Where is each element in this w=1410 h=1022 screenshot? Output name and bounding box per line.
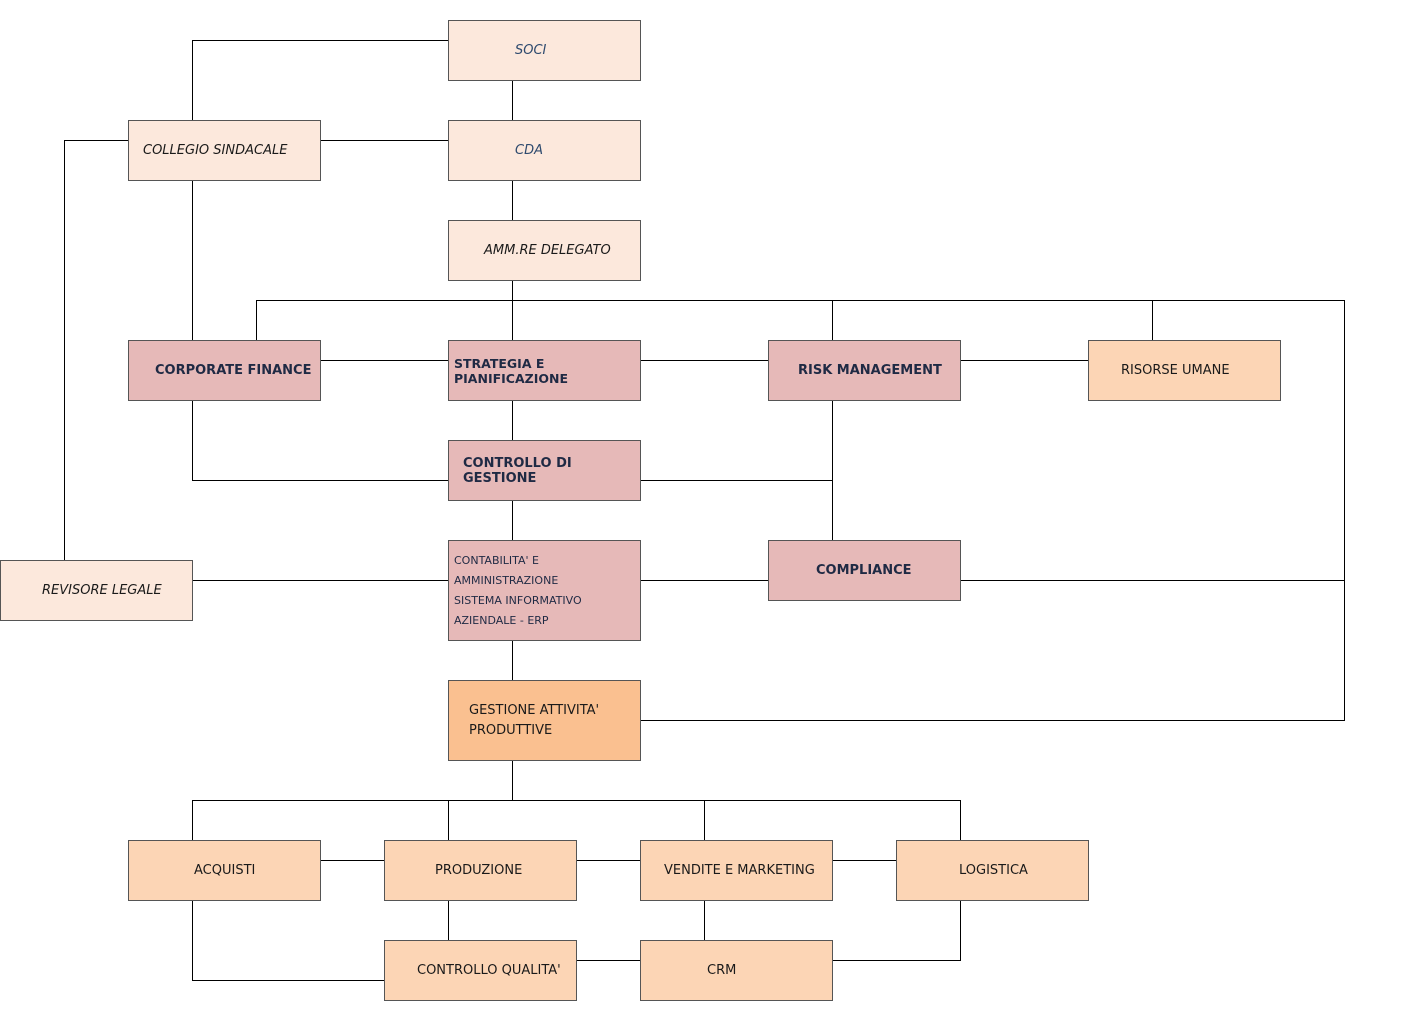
node-risorse-umane-label: RISORSE UMANE — [1121, 363, 1230, 378]
node-gestione-attivita-produttive[interactable]: GESTIONE ATTIVITA' PRODUTTIVE — [448, 680, 641, 761]
node-revisore-legale[interactable]: REVISORE LEGALE — [0, 560, 193, 621]
node-vendite-marketing[interactable]: VENDITE E MARKETING — [640, 840, 833, 901]
connector-acquisti-qualita — [192, 900, 384, 981]
node-controllo-qualita-label: CONTROLLO QUALITA' — [417, 963, 561, 978]
node-controllo-gestione[interactable]: CONTROLLO DI GESTIONE — [448, 440, 641, 501]
node-strategia-pianificazione-label: STRATEGIA E PIANIFICAZIONE — [454, 355, 568, 386]
node-gestione-line-1: GESTIONE ATTIVITA' — [469, 702, 600, 718]
node-produzione[interactable]: PRODUZIONE — [384, 840, 577, 901]
node-contabilita-line-1: CONTABILITA' E AMMINISTRAZIONE — [454, 553, 559, 587]
node-amm-delegato-label: AMM.RE DELEGATO — [484, 243, 611, 258]
node-cda[interactable]: CDA — [448, 120, 641, 181]
node-revisore-legale-label: REVISORE LEGALE — [42, 583, 162, 598]
node-contabilita-line-3: AZIENDALE - ERP — [454, 613, 549, 627]
node-vendite-marketing-label: VENDITE E MARKETING — [664, 863, 815, 878]
node-collegio-sindacale-label: COLLEGIO SINDACALE — [143, 143, 288, 158]
node-acquisti[interactable]: ACQUISTI — [128, 840, 321, 901]
node-compliance-label: COMPLIANCE — [816, 563, 912, 578]
node-contabilita-amministrazione[interactable]: CONTABILITA' E AMMINISTRAZIONE SISTEMA I… — [448, 540, 641, 641]
node-soci[interactable]: SOCI — [448, 20, 641, 81]
connector-right-bus — [640, 300, 1345, 721]
node-amm-delegato[interactable]: AMM.RE DELEGATO — [448, 220, 641, 281]
node-strategia-pianificazione[interactable]: STRATEGIA E PIANIFICAZIONE — [448, 340, 641, 401]
node-corporate-finance[interactable]: CORPORATE FINANCE — [128, 340, 321, 401]
node-gestione-line-2: PRODUTTIVE — [469, 722, 553, 738]
node-risk-management-label: RISK MANAGEMENT — [798, 363, 942, 378]
node-controllo-qualita[interactable]: CONTROLLO QUALITA' — [384, 940, 577, 1001]
node-collegio-sindacale[interactable]: COLLEGIO SINDACALE — [128, 120, 321, 181]
node-risk-management[interactable]: RISK MANAGEMENT — [768, 340, 961, 401]
connector-corpfin-controllo — [192, 400, 448, 481]
connector-logistica-crm — [832, 900, 961, 961]
node-crm[interactable]: CRM — [640, 940, 833, 1001]
node-controllo-gestione-label: CONTROLLO DI GESTIONE — [463, 455, 572, 486]
node-acquisti-label: ACQUISTI — [194, 863, 256, 878]
node-logistica[interactable]: LOGISTICA — [896, 840, 1089, 901]
connector-collegio-revisore — [64, 140, 128, 560]
node-contabilita-line-2: SISTEMA INFORMATIVO — [454, 593, 582, 607]
node-logistica-label: LOGISTICA — [959, 863, 1028, 878]
node-corporate-finance-label: CORPORATE FINANCE — [155, 363, 312, 378]
node-produzione-label: PRODUZIONE — [435, 863, 523, 878]
connector-soci-collegio — [192, 40, 448, 120]
node-risorse-umane[interactable]: RISORSE UMANE — [1088, 340, 1281, 401]
node-crm-label: CRM — [707, 963, 737, 978]
node-soci-label: SOCI — [515, 43, 547, 58]
node-compliance[interactable]: COMPLIANCE — [768, 540, 961, 601]
node-cda-label: CDA — [515, 143, 543, 158]
